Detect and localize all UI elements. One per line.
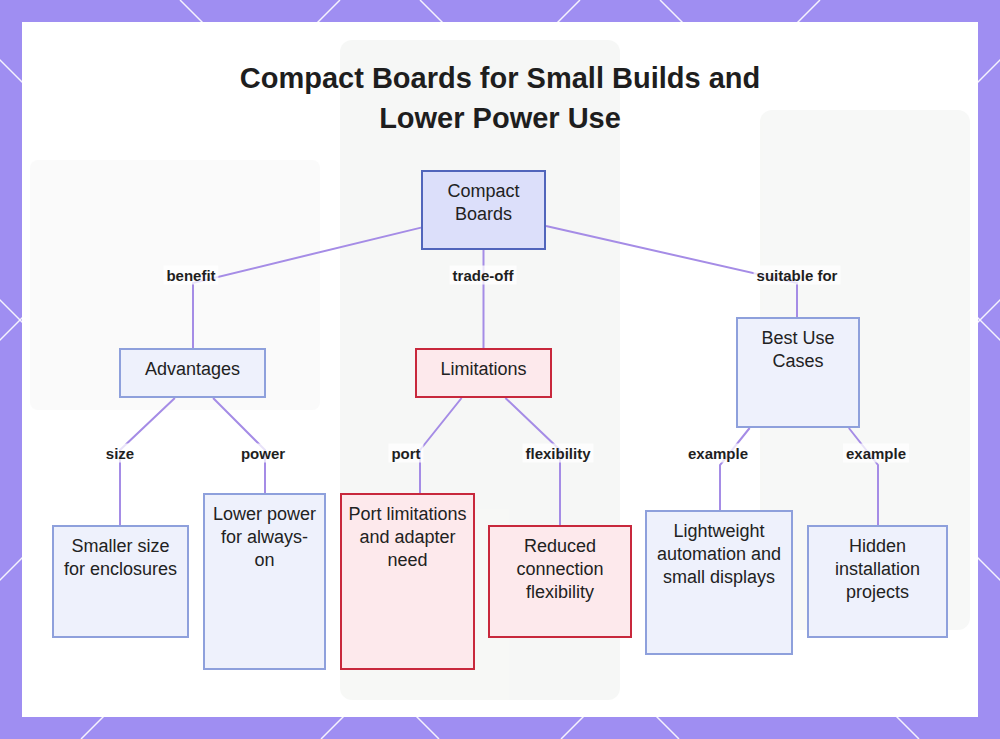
edge-label: port [388, 444, 423, 463]
node-text: Best Use Cases [744, 327, 852, 373]
edge-label: size [103, 444, 137, 463]
node-text: Compact Boards [429, 180, 538, 226]
connector-line [193, 228, 421, 348]
node-text: Hidden installation projects [815, 535, 940, 604]
panel [22, 22, 978, 717]
leaf-box: Reduced connection flexibility [488, 525, 632, 638]
leaf-box: Lightweight automation and small display… [645, 510, 793, 655]
leaf-box: Hidden installation projects [807, 525, 948, 638]
edge-label: example [685, 444, 751, 463]
blurred-backdrop [30, 40, 970, 700]
node-text: Advantages [127, 358, 258, 381]
leaf-box: Port limitations and adapter need [340, 493, 475, 670]
node-text: Port limitations and adapter need [348, 503, 467, 572]
node-text: Smaller size for enclosures [60, 535, 181, 581]
root-box: Compact Boards [421, 170, 546, 250]
category-box: Limitations [415, 348, 552, 398]
node-text: Limitations [423, 358, 544, 381]
edge-label: example [843, 444, 909, 463]
category-box: Best Use Cases [736, 317, 860, 428]
edge-label: power [238, 444, 288, 463]
diagram-title: Compact Boards for Small Builds and Lowe… [210, 58, 790, 138]
leaf-box: Smaller size for enclosures [52, 525, 189, 638]
edge-label: suitable for [754, 266, 841, 285]
backdrop-shape [30, 160, 320, 410]
leaf-box: Lower power for always-on [203, 493, 326, 670]
node-text: Lightweight automation and small display… [653, 520, 785, 589]
connector-line [720, 428, 750, 510]
node-text: Reduced connection flexibility [496, 535, 624, 604]
connector-line [420, 398, 462, 493]
edge-label: benefit [163, 266, 218, 285]
edge-label: trade-off [450, 266, 517, 285]
node-text: Lower power for always-on [211, 503, 318, 572]
edge-label: flexibility [522, 444, 593, 463]
category-box: Advantages [119, 348, 266, 398]
